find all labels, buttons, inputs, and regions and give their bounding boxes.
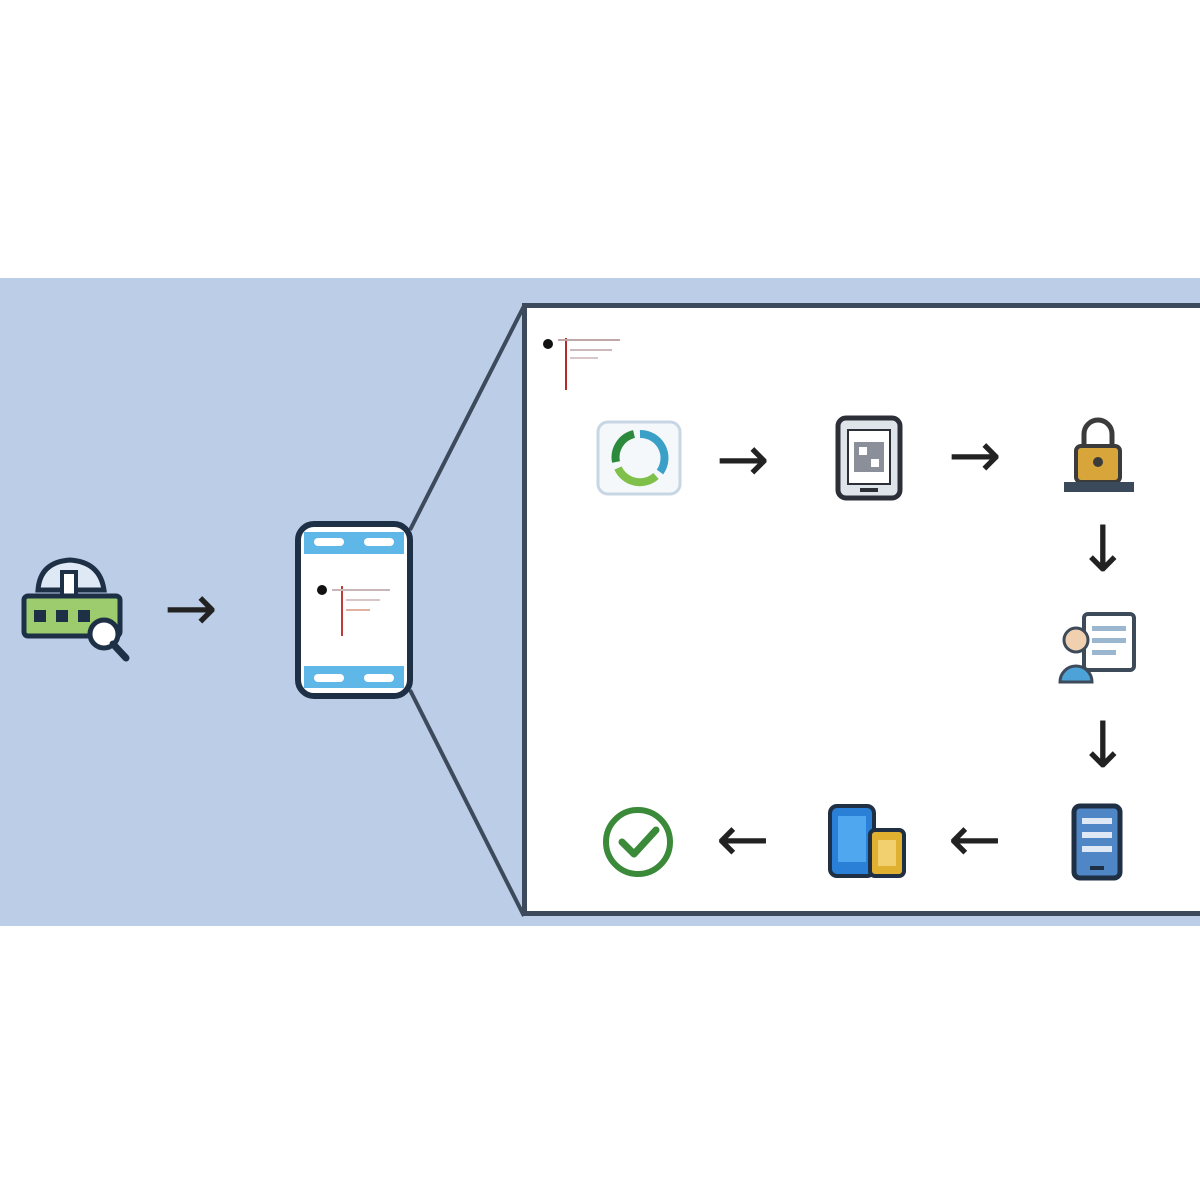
smartphone-app-icon (295, 521, 413, 699)
identity-card-icon (1058, 612, 1136, 684)
mobile-device-icon (1071, 803, 1123, 881)
logo-mark-icon (543, 338, 620, 390)
device-pair-icon (828, 804, 906, 878)
detail-arrow-right-1: → (716, 423, 770, 497)
detail-arrow-down-1: ↓ (1076, 513, 1130, 587)
network-search-icon (21, 557, 130, 662)
outer-arrow: → (164, 572, 218, 646)
detail-arrow-down-2: ↓ (1076, 709, 1130, 783)
zoom-line-top (408, 305, 526, 531)
document-scan-icon (835, 415, 903, 501)
detail-arrow-right-2: → (948, 419, 1002, 493)
zoom-line-bottom (408, 689, 526, 917)
loading-ring-icon (596, 420, 682, 496)
detail-arrow-left-1: ← (948, 803, 1002, 877)
detail-arrow-left-2: ← (716, 803, 770, 877)
success-check-icon (603, 807, 673, 877)
secure-lock-icon (1064, 417, 1134, 492)
